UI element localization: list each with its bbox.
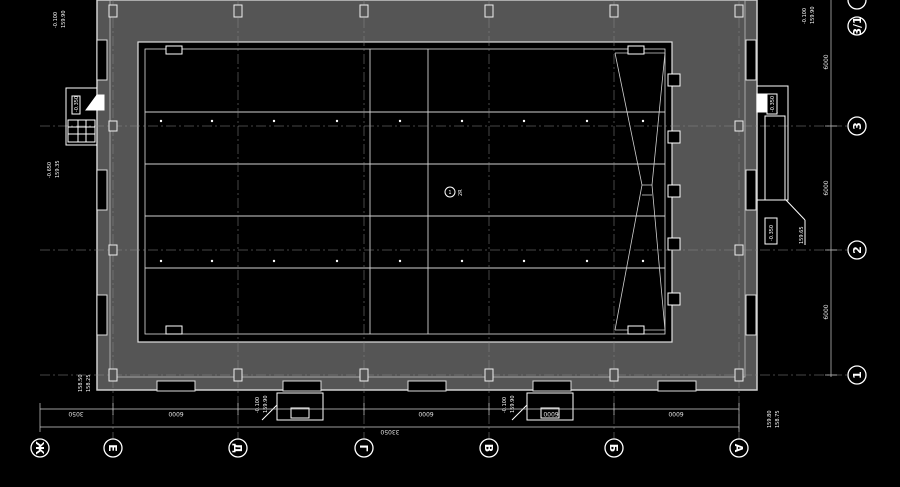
level-bottom-entrance1-1: -0.100 [255,397,261,413]
level-right-top-2: 159.90 [810,7,816,25]
left-wall-windows [96,39,108,336]
dim-right-1: 6000 [823,54,830,69]
left-entrance [65,87,105,146]
axis-label-e: Е [106,444,119,452]
axis-grid-lines [40,0,850,440]
axis-label-zh: Ж [33,441,46,455]
level-left-bottom-2: 158.25 [86,375,92,393]
dim-bottom-1: 3050 [68,410,83,417]
bottom-entrances [261,392,574,421]
axis-label-2: 2 [851,246,864,254]
level-left-bottom-1: 158.50 [78,375,84,393]
level-bottom-entrance2-1: -0.100 [502,397,508,413]
right-entrance-level: 159.65 [799,227,805,245]
axis-label-a: А [732,444,745,453]
dim-bottom-4: 6000 [543,410,558,417]
level-bottom-entrance2-2: 159.90 [510,396,516,414]
dim-bottom-5: 6000 [668,410,683,417]
right-entrance [756,85,806,245]
dim-bottom-total: 33050 [380,428,399,435]
right-wall-windows [745,39,757,336]
axis-label-v: В [482,444,495,452]
axis-bubbles-right [847,0,867,385]
axis-label-3-1: 3/1 [851,16,864,35]
dim-right-2: 6000 [823,180,830,195]
room-tag-number: 1 [448,190,451,196]
level-left-entrance-2: 159.35 [55,161,61,179]
axis-label-d: Д [231,443,244,453]
dim-right-3: 6000 [823,304,830,319]
level-right-corner-1: 159.80 [767,411,773,429]
column-markers [108,4,744,382]
room-tag-label: 2R [458,189,464,196]
axis-label-b: Б [607,444,620,452]
axis-label-3: 3 [851,122,864,130]
level-right-corner-2: 158.75 [775,411,781,429]
bottom-wall-windows [156,380,697,392]
level-left-top-1: -0.100 [53,12,59,28]
level-left-entrance-1: -0.650 [47,162,53,178]
dim-bottom-2: 6000 [168,410,183,417]
level-right-top-1: -0.100 [802,8,808,24]
axis-label-1: 1 [851,371,864,379]
level-left-top-2: 159.90 [61,11,67,29]
left-box-level: -0.350 [74,96,80,112]
room-tag: 1 2R [444,186,464,198]
right-box-level-1: -0.350 [770,96,776,112]
level-bottom-entrance1-2: 159.90 [263,396,269,414]
pool-basin [137,41,681,343]
dim-bottom-3: 6000 [418,410,433,417]
axis-bubbles-bottom [30,438,749,458]
axis-label-g: Г [357,444,370,451]
right-dimension-chain [825,0,837,377]
right-box-level-2: -0.350 [769,225,775,241]
bottom-dimension-chain [39,403,740,432]
